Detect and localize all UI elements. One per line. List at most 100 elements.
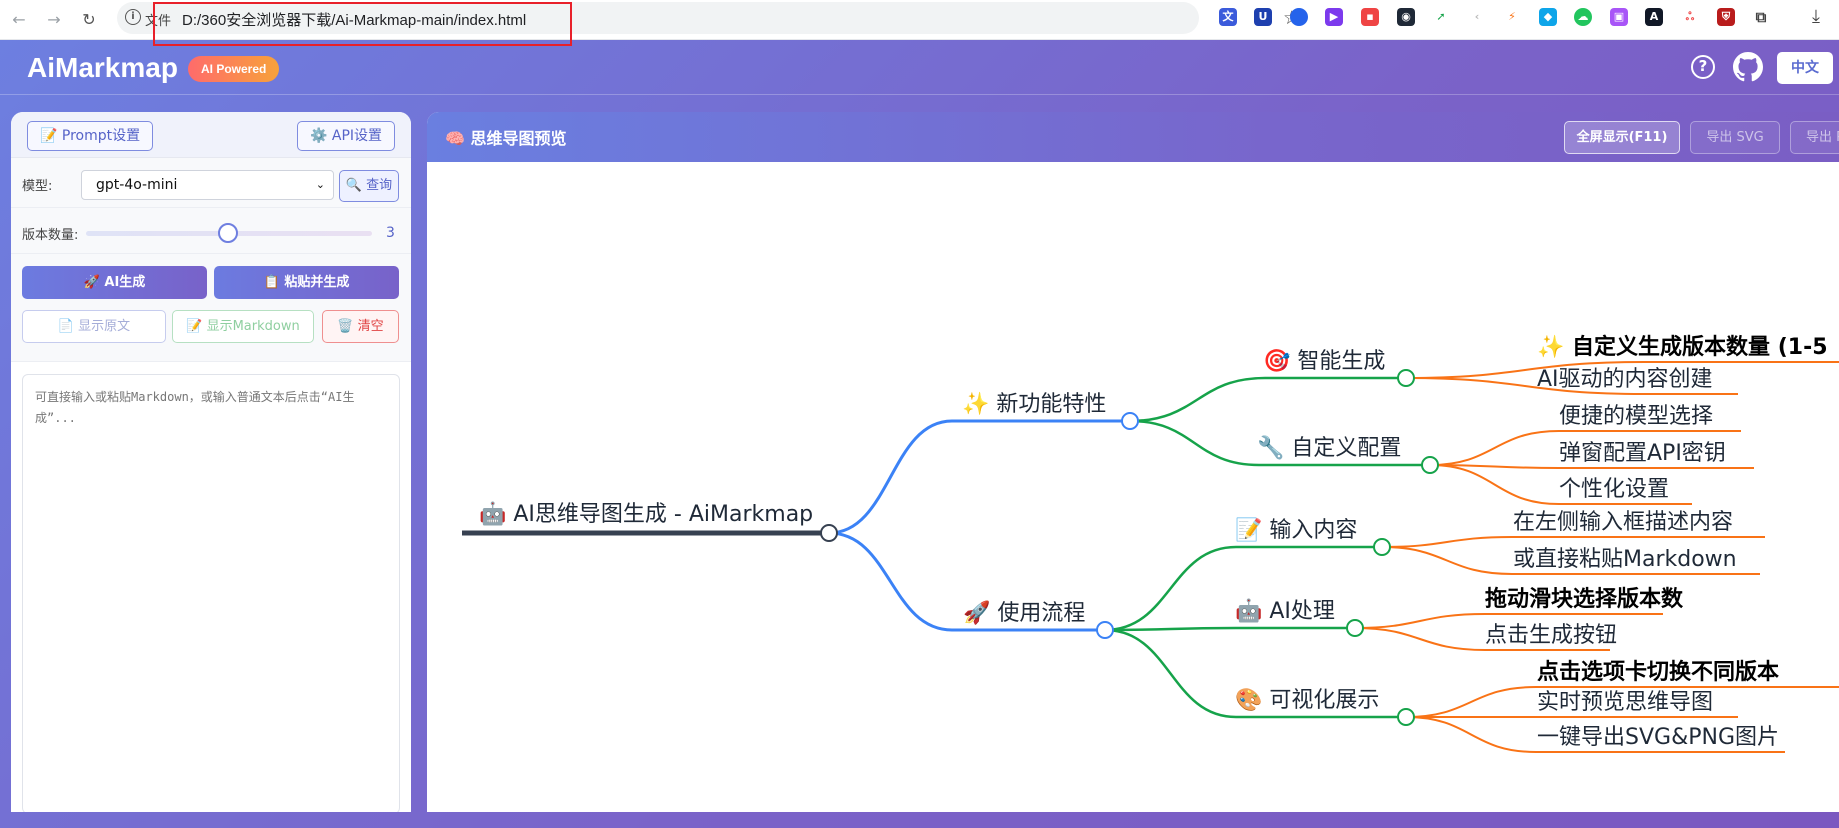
app-header: AiMarkmap AI Powered ? 中文 xyxy=(0,40,1839,95)
preview-title: 🧠 思维导图预览 xyxy=(445,129,567,148)
mindmap-node-label: 实时预览思维导图 xyxy=(1537,690,1713,715)
green-extension-icon[interactable]: ☁ xyxy=(1574,8,1592,26)
mindmap-node-toggle xyxy=(1121,412,1139,430)
puzzle-icon[interactable]: ⧉ xyxy=(1752,8,1770,26)
blue-dot-extension-icon[interactable] xyxy=(1290,8,1308,26)
url-text[interactable]: D:/360安全浏览器下载/Ai-Markmap-main/index.html xyxy=(182,12,527,29)
cursor-extension-icon[interactable]: ➚ xyxy=(1432,8,1450,26)
mindmap-node-label: 在左侧输入框描述内容 xyxy=(1513,510,1733,535)
red-swirl-extension-icon[interactable]: ஃ xyxy=(1681,8,1699,26)
model-select[interactable]: gpt-4o-mini ⌄ xyxy=(81,170,334,200)
mindmap-node-label: ✨ 新功能特性 xyxy=(962,391,1106,417)
bolt-extension-icon[interactable]: ⚡ xyxy=(1503,8,1521,26)
screen-extension-icon[interactable]: ◉ xyxy=(1397,8,1415,26)
mindmap-canvas[interactable]: 🤖 AI思维导图生成 - AiMarkmap ✨ 新功能特性 🎯 智能生成 ✨ 自定义… xyxy=(427,162,1839,812)
version-value: 3 xyxy=(386,225,395,241)
paste-generate-button[interactable]: 📋 粘贴并生成 xyxy=(214,266,399,299)
mindmap-node-label: 🤖 AI处理 xyxy=(1235,598,1335,624)
mindmap-link xyxy=(1429,464,1560,469)
layers-extension-icon[interactable]: ◆ xyxy=(1539,8,1557,26)
chevron-down-icon: ⌄ xyxy=(315,178,325,191)
export-svg-button[interactable]: 导出 SVG xyxy=(1690,121,1780,154)
model-row: 模型: gpt-4o-mini ⌄ 🔍 查询 xyxy=(11,158,411,208)
mindmap-node-label: 弹窗配置API密钥 xyxy=(1559,441,1726,466)
version-slider-thumb[interactable] xyxy=(218,223,238,243)
settings-tabs: 📝 Prompt设置 ⚙️ API设置 xyxy=(11,112,411,158)
mindmap-link xyxy=(1381,546,1513,575)
download-icon[interactable]: ⤓ xyxy=(1812,6,1820,27)
shield-extension-icon[interactable]: ⛨ xyxy=(1717,8,1735,26)
mindmap-link xyxy=(1405,377,1645,395)
mindmap-node-label: 🚀 使用流程 xyxy=(963,600,1085,626)
mindmap-link xyxy=(1429,430,1560,466)
mindmap-node-toggle xyxy=(1096,621,1114,639)
mindmap-node-label: 🔧 自定义配置 xyxy=(1257,434,1401,461)
mindmap-node-toggle xyxy=(1397,369,1415,387)
left-panel: 📝 Prompt设置 ⚙️ API设置 模型: gpt-4o-mini ⌄ 🔍 … xyxy=(11,112,411,812)
action-buttons: 🚀 AI生成 📋 粘贴并生成 📄 显示原文 📝 显示Markdown 🗑️ 清空 xyxy=(11,254,411,362)
info-icon[interactable]: i xyxy=(125,9,141,25)
preview-header: 🧠 思维导图预览 全屏显示(F11) 导出 SVG 导出 PNG xyxy=(427,112,1839,162)
github-icon[interactable] xyxy=(1733,52,1763,82)
mindmap-link xyxy=(1354,613,1486,629)
input-area: 可直接输入或粘贴Markdown，或输入普通文本后点击“AI生成”... xyxy=(11,363,411,812)
mindmap-link xyxy=(1129,419,1260,467)
back-arrow-icon[interactable]: ← xyxy=(12,9,26,29)
play-extension-icon[interactable]: ▶ xyxy=(1325,8,1343,26)
model-label: 模型: xyxy=(22,179,53,194)
api-settings-button[interactable]: ⚙️ API设置 xyxy=(297,121,396,151)
mindmap-node-label: 点击选项卡切换不同版本 xyxy=(1537,659,1779,685)
url-protocol: 文件 xyxy=(145,14,172,29)
mindmap-node-label: 🤖 AI思维导图生成 - AiMarkmap xyxy=(479,501,813,527)
ai-generate-button[interactable]: 🚀 AI生成 xyxy=(22,266,207,299)
show-raw-button[interactable]: 📄 显示原文 xyxy=(22,310,166,343)
export-png-button[interactable]: 导出 PNG xyxy=(1790,121,1839,154)
mindmap-node-label: 个性化设置 xyxy=(1559,477,1669,502)
prompt-settings-button[interactable]: 📝 Prompt设置 xyxy=(27,121,154,151)
a-extension-icon[interactable]: A xyxy=(1645,8,1663,26)
clear-button[interactable]: 🗑️ 清空 xyxy=(322,310,399,343)
mindmap-link xyxy=(1104,545,1237,632)
logo: AiMarkmap xyxy=(27,52,178,83)
mindmap-node-label: ✨ 自定义生成版本数量 (1-5 xyxy=(1537,334,1828,360)
mindmap-link xyxy=(1405,686,1537,718)
mindmap-node-label: 🎯 智能生成 xyxy=(1263,348,1385,374)
version-row: 版本数量: 3 xyxy=(11,208,411,254)
url-highlight-box xyxy=(153,2,572,46)
mindmap-node-label: AI驱动的内容创建 xyxy=(1537,367,1713,392)
mindmap-link xyxy=(1129,376,1266,423)
right-panel: 🧠 思维导图预览 全屏显示(F11) 导出 SVG 导出 PNG 🤖 AI思维导… xyxy=(427,112,1839,812)
mindmap-link xyxy=(1405,716,1537,753)
address-bar[interactable]: i 文件 D:/360安全浏览器下载/Ai-Markmap-main/index… xyxy=(117,2,1300,34)
bitwarden-extension-icon[interactable]: U xyxy=(1254,8,1272,26)
forward-arrow-icon[interactable]: → xyxy=(47,9,61,29)
mindmap-link xyxy=(1104,626,1237,632)
language-button[interactable]: 中文 xyxy=(1777,52,1833,84)
query-button[interactable]: 🔍 查询 xyxy=(339,170,399,202)
mindmap-node-toggle xyxy=(1397,708,1415,726)
mindmap-node-label: 🎨 可视化展示 xyxy=(1235,686,1379,713)
mindmap-node-label: 📝 输入内容 xyxy=(1235,517,1357,543)
purple-extension-icon[interactable]: ▣ xyxy=(1610,8,1628,26)
arrow-extension-icon[interactable]: ‹ xyxy=(1468,8,1486,26)
reload-icon[interactable]: ↻ xyxy=(82,9,96,29)
mindmap-link xyxy=(828,531,953,632)
mindmap-node-label: 点击生成按钮 xyxy=(1485,623,1617,648)
mindmap-link xyxy=(828,419,953,535)
mindmap-node-toggle xyxy=(1421,456,1439,474)
fullscreen-button[interactable]: 全屏显示(F11) xyxy=(1564,121,1680,154)
mindmap-link xyxy=(1381,536,1513,548)
mindmap-node-label: 或直接粘贴Markdown xyxy=(1513,547,1737,572)
translate-extension-icon[interactable]: 文 xyxy=(1219,8,1237,26)
markdown-input[interactable]: 可直接输入或粘贴Markdown，或输入普通文本后点击“AI生成”... xyxy=(22,374,400,812)
mindmap-svg[interactable]: 🤖 AI思维导图生成 - AiMarkmap ✨ 新功能特性 🎯 智能生成 ✨ 自定义… xyxy=(427,162,1839,812)
mindmap-node-toggle xyxy=(1373,538,1391,556)
browser-toolbar: ← → ↻ i 文件 D:/360安全浏览器下载/Ai-Markmap-main… xyxy=(0,0,1839,46)
mindmap-link xyxy=(1354,627,1486,651)
red-extension-icon[interactable]: ▪ xyxy=(1361,8,1379,26)
show-markdown-button[interactable]: 📝 显示Markdown xyxy=(172,310,314,343)
help-icon[interactable]: ? xyxy=(1691,55,1715,79)
model-selected-value: gpt-4o-mini xyxy=(96,177,178,193)
mindmap-link xyxy=(1429,464,1560,505)
mindmap-node-label: 一键导出SVG&PNG图片 xyxy=(1537,725,1779,750)
